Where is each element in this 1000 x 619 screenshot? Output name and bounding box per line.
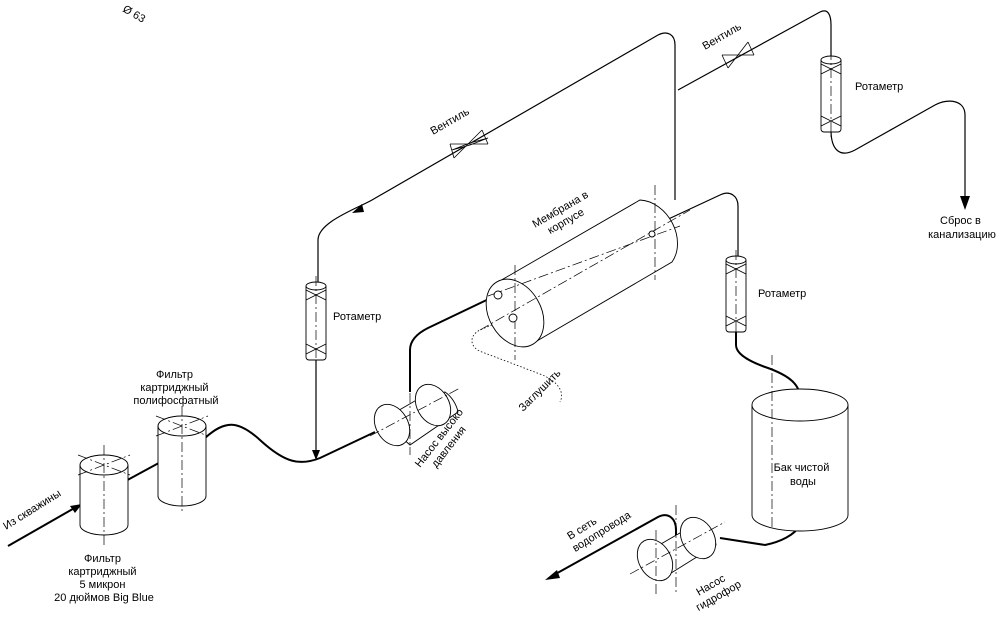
label-tank-line1: Бак чистой bbox=[774, 462, 830, 474]
arrow-rotameter-left bbox=[312, 450, 320, 460]
label-filter1-line1: Фильтр bbox=[84, 553, 121, 565]
pump-booster bbox=[629, 505, 726, 595]
label-filter2: Фильтр картриджный полифосфатный bbox=[133, 369, 218, 407]
label-rotameter-right: Ротаметр bbox=[855, 81, 903, 93]
inlet-pipe bbox=[7, 504, 82, 547]
label-network: В сеть водопровода bbox=[564, 498, 634, 555]
label-drain: Сброс в канализацию bbox=[928, 215, 996, 241]
label-inlet: Из скважины bbox=[1, 488, 63, 533]
rotameter-left bbox=[305, 276, 327, 368]
rotameter-right bbox=[820, 50, 842, 140]
label-drain-line2: канализацию bbox=[928, 229, 996, 241]
label-filter2-line2: картриджный bbox=[140, 382, 208, 394]
pipe-pump-membrane bbox=[409, 295, 496, 392]
label-rotameter-left: Ротаметр bbox=[333, 311, 381, 323]
clean-water-tank bbox=[751, 355, 849, 532]
label-pump-booster: Насос гидрофор bbox=[688, 567, 744, 614]
arrow-drain bbox=[960, 196, 970, 210]
pipe-filter2-pump bbox=[204, 423, 376, 463]
valve-left-icon bbox=[449, 129, 489, 159]
plug-line bbox=[471, 317, 562, 403]
filter1 bbox=[77, 445, 131, 545]
pump-high-pressure bbox=[369, 375, 461, 455]
arrow-network bbox=[545, 570, 560, 580]
pipe-rotameter-right-drain bbox=[830, 100, 966, 200]
label-filter1: Фильтр картриджный 5 микрон 20 дюймов Bi… bbox=[54, 553, 154, 604]
arrow-concentrate bbox=[352, 204, 364, 213]
rotameter-mid bbox=[725, 250, 747, 340]
label-valve-right: Вентиль bbox=[701, 21, 744, 53]
valve-right-icon bbox=[721, 41, 755, 69]
label-filter2-line1: Фильтр bbox=[156, 369, 193, 381]
label-valve-left: Вентиль bbox=[429, 106, 472, 138]
label-tank-line2: воды bbox=[790, 476, 816, 488]
label-filter1-line2: картриджный bbox=[68, 566, 136, 578]
label-drain-line1: Сброс в bbox=[940, 215, 981, 227]
label-rotameter-mid: Ротаметр bbox=[758, 288, 806, 300]
filter2 bbox=[155, 406, 209, 512]
label-tank: Бак чистой воды bbox=[774, 462, 833, 488]
pipe-to-valve-right bbox=[677, 10, 832, 91]
label-filter2-line3: полифосфатный bbox=[133, 395, 218, 407]
membrane-housing bbox=[479, 185, 691, 360]
label-filter1-line3: 5 микрон bbox=[79, 579, 125, 591]
label-filter1-line4: 20 дюймов Big Blue bbox=[54, 592, 154, 604]
pipe-permeate bbox=[661, 192, 739, 258]
pipe-concentrate bbox=[317, 32, 676, 282]
corner-note: Ø 63 bbox=[121, 3, 148, 25]
